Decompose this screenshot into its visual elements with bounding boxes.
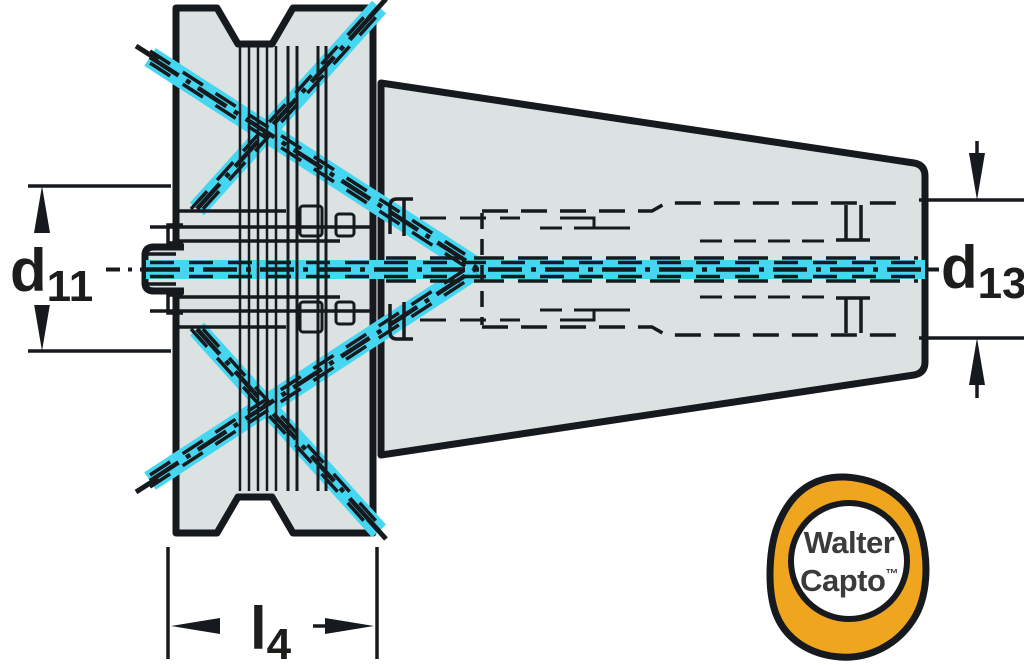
d11-label-box bbox=[0, 233, 84, 305]
taper-internal-details bbox=[420, 216, 830, 322]
section-axes bbox=[106, 0, 939, 541]
logo-inner-circle bbox=[788, 500, 910, 622]
d13-arrow-up-icon bbox=[969, 338, 985, 385]
walter-capto-logo: Walter Capto™ bbox=[766, 473, 930, 661]
l4-label: l4 bbox=[250, 595, 292, 665]
d11-arrow-up-icon bbox=[34, 186, 50, 233]
end-face-details bbox=[836, 205, 870, 333]
d11-arrow-down-icon bbox=[34, 304, 50, 351]
d11-label: d11 bbox=[10, 237, 93, 311]
logo-text-walter: Walter bbox=[804, 525, 895, 560]
d13-label: d13 bbox=[941, 234, 1024, 308]
bore-line-upper bbox=[482, 201, 898, 213]
l4-arrow-left-icon bbox=[171, 618, 220, 634]
clamp-details bbox=[298, 204, 356, 334]
d13-arrow-down-icon bbox=[969, 153, 985, 200]
band-tails bbox=[134, 0, 388, 541]
dimension-l4: l4 bbox=[166, 547, 379, 665]
bore-line-lower bbox=[482, 325, 898, 337]
l4-arrow-right-icon bbox=[325, 618, 374, 634]
dimension-d11: d11 bbox=[0, 184, 171, 353]
dimension-d13: d13 bbox=[919, 141, 1024, 398]
l4-label-box bbox=[225, 591, 313, 665]
logo-text-capto: Capto™ bbox=[800, 563, 898, 598]
